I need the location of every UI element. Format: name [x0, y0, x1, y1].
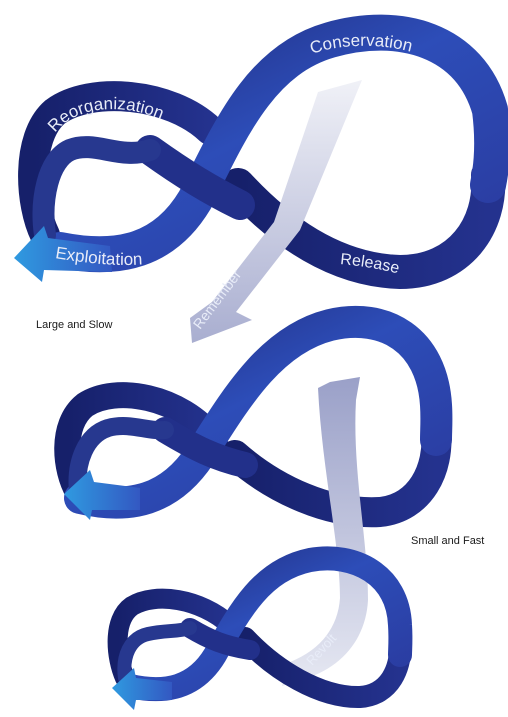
middle-front-band [64, 305, 453, 519]
large-slow-cycle: Reorganization Conservation Exploitation… [14, 14, 508, 343]
middle-cycle [54, 305, 453, 528]
bottom-right-back [234, 627, 412, 708]
middle-right-back [220, 415, 452, 528]
main-front-band [42, 14, 508, 273]
exploitation-arrowhead [14, 226, 112, 282]
bottom-left-curl [117, 621, 197, 685]
middle-arrowhead [64, 470, 140, 520]
remember-arrow [190, 80, 362, 343]
crossing-strand [135, 135, 255, 220]
revolt-arrow [282, 377, 368, 686]
middle-left-curl [68, 417, 174, 501]
middle-crossing [152, 417, 258, 478]
bottom-left-back [107, 588, 240, 688]
small-fast-cycle: Revolt [107, 546, 413, 710]
small-and-fast-label: Small and Fast [411, 535, 485, 547]
large-and-slow-label: Large and Slow [36, 319, 113, 331]
left-loop-curl [32, 136, 161, 246]
middle-left-back [54, 382, 228, 505]
bottom-arrowhead [112, 668, 172, 710]
bottom-front-band [118, 546, 413, 702]
